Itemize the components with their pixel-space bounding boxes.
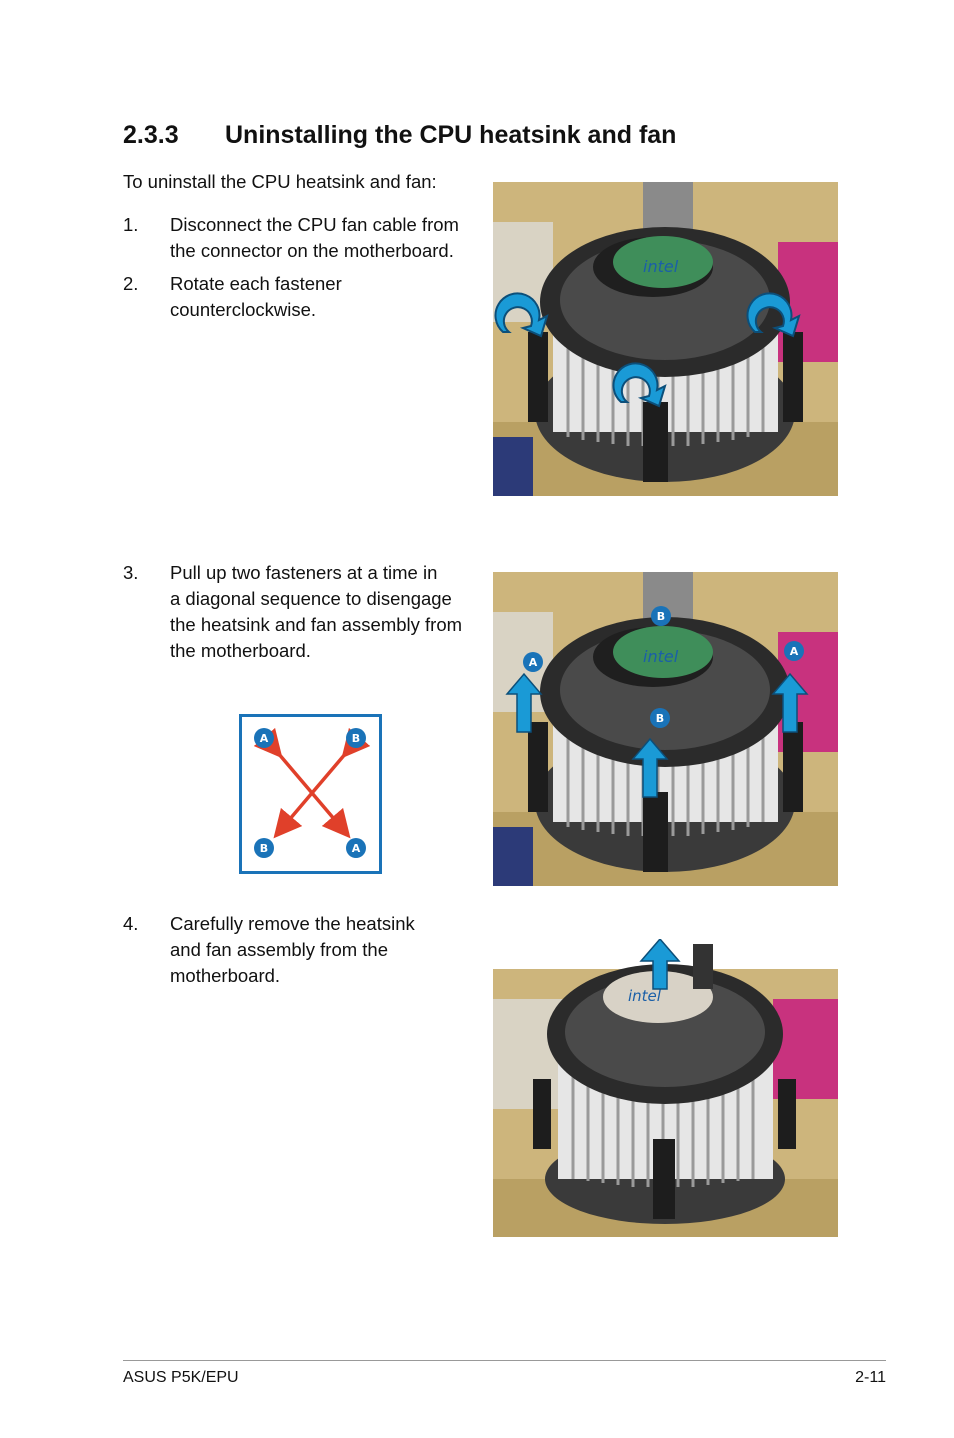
step-line: counterclockwise. [170,299,317,320]
step-number: 3. [123,562,139,583]
label-a-left: A [529,656,538,669]
diagram-label-bottom-right: A [352,842,361,855]
step-line: and fan assembly from the [170,939,388,960]
photo-pull-fasteners: intel B A A B [493,572,838,886]
diagonal-arrow-b [273,727,371,839]
intel-logo: intel [643,647,679,666]
photo-rotate-fasteners: intel [493,182,838,496]
section-title: Uninstalling the CPU heatsink and fan [225,121,677,149]
diagonal-sequence-diagram: A B B A [239,714,382,874]
step-line: the heatsink and fan assembly from [170,614,463,635]
footer-page-number: 2-11 [855,1369,886,1386]
up-arrow-icon [771,672,809,733]
intro-text: To uninstall the CPU heatsink and fan: [123,171,437,192]
step-line: motherboard. [170,965,281,986]
photo-remove-assembly: intel [493,939,838,1237]
step-number: 1. [123,214,139,235]
step-line: Rotate each fastener [170,273,342,294]
step-line: Pull up two fasteners at a time in [170,562,438,583]
up-arrow-icon [631,737,669,798]
label-b-top: B [657,610,665,623]
diagram-label-bottom-left: B [260,842,268,855]
up-arrow-icon [639,939,681,990]
intel-logo: intel [628,987,662,1005]
step-line: a diagonal sequence to disengage [170,588,452,609]
section-heading: 2.3.3 Uninstalling the CPU heatsink and f… [123,121,676,150]
section-number: 2.3.3 [123,121,179,149]
step-line: the motherboard. [170,640,311,661]
up-arrow-icon [505,672,543,733]
step-number: 2. [123,273,139,294]
diagram-label-top-left: A [260,732,269,745]
diagram-label-top-right: B [352,732,360,745]
label-b-center: B [656,712,664,725]
footer-product: ASUS P5K/EPU [123,1369,239,1386]
step-line: the connector on the motherboard. [170,240,454,261]
footer-divider [123,1360,886,1361]
step-line: Carefully remove the heatsink [170,913,415,934]
step-line: Disconnect the CPU fan cable from [170,214,459,235]
intel-logo: intel [643,257,679,276]
step-number: 4. [123,913,139,934]
label-a-right: A [790,645,799,658]
